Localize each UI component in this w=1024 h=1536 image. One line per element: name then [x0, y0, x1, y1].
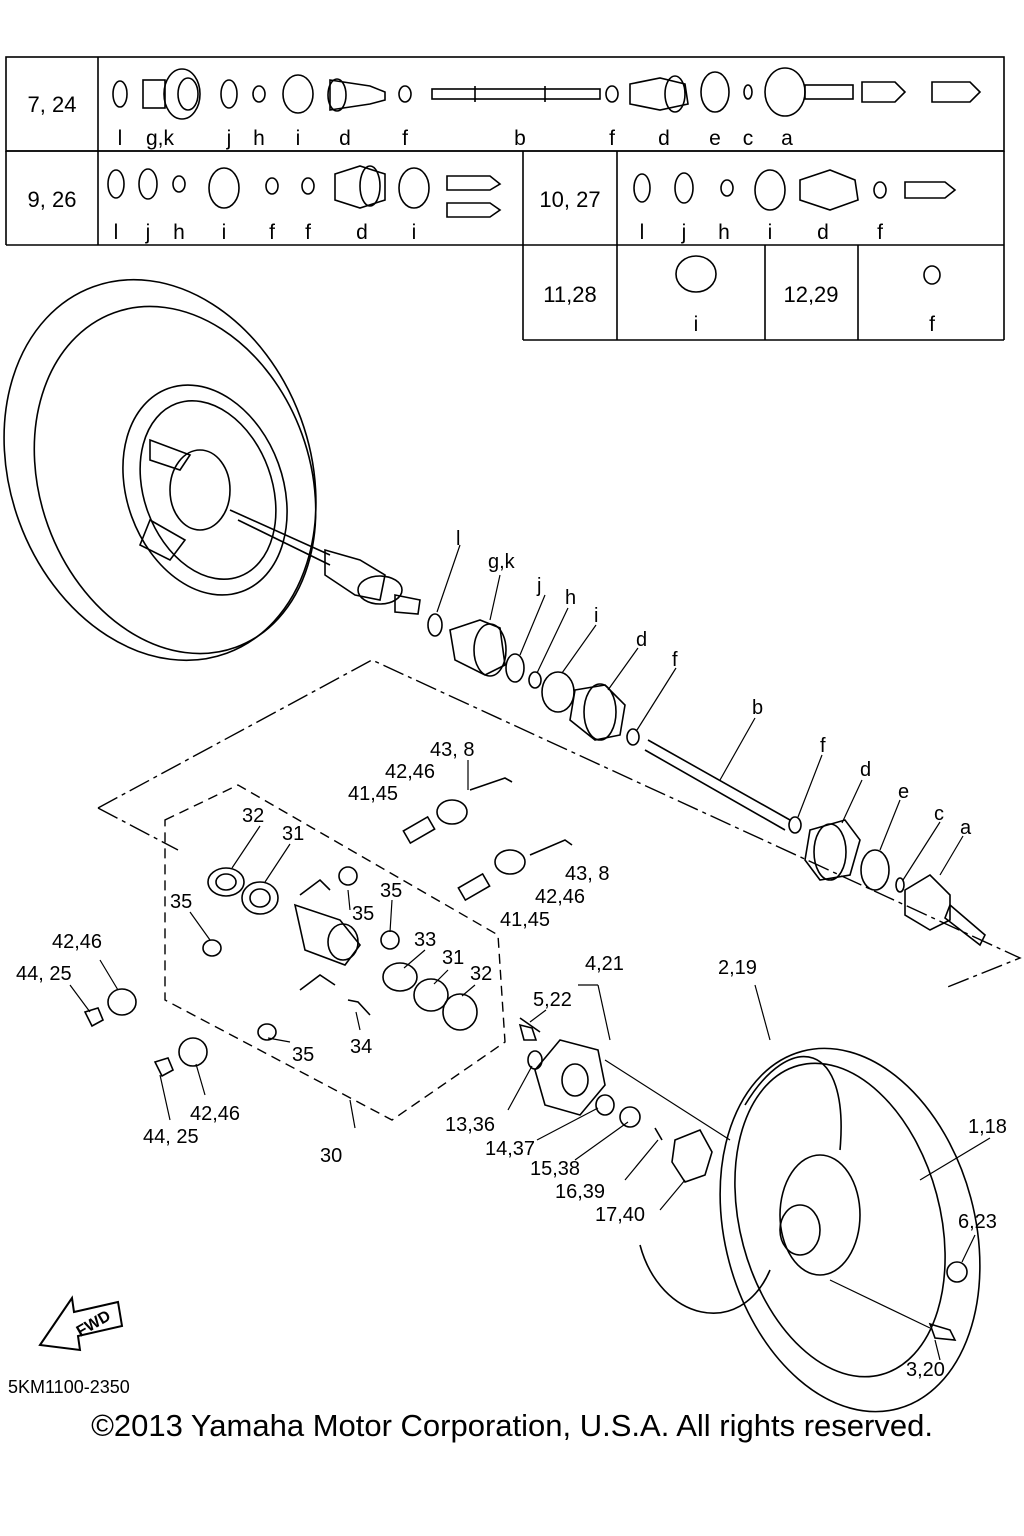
- kit-letter: d: [658, 127, 670, 150]
- callout-17-40: 17,40: [595, 1204, 645, 1226]
- callout-35: 35: [170, 891, 192, 913]
- kit-letter: f: [877, 221, 883, 244]
- kit-letter: j: [145, 221, 151, 244]
- kit-ref-11-28: 11,28: [543, 282, 596, 307]
- callout-42-46: 42,46: [52, 931, 102, 953]
- diagram-code: 5KM1100-2350: [8, 1377, 130, 1397]
- kit-letter: i: [222, 221, 227, 244]
- callout-c: c: [934, 803, 944, 825]
- callout-h: h: [565, 587, 576, 609]
- callout-31: 31: [282, 823, 304, 845]
- kit-letter: i: [412, 221, 417, 244]
- callout-31: 31: [442, 947, 464, 969]
- hub-parts: [534, 1039, 713, 1183]
- callout-f-inner: f: [672, 649, 678, 671]
- callout-42-46: 42,46: [535, 886, 585, 908]
- kit-letter: i: [694, 313, 699, 336]
- callout-3-20: 3,20: [906, 1359, 945, 1381]
- callout-1-18: 1,18: [968, 1116, 1007, 1138]
- callout-35: 35: [292, 1044, 314, 1066]
- leader-lines: [69, 544, 991, 1361]
- callout-35: 35: [352, 903, 374, 925]
- kit-letter: f: [929, 313, 935, 336]
- kit-letter: i: [768, 221, 773, 244]
- callout-32: 32: [470, 963, 492, 985]
- callout-44-25: 44, 25: [16, 963, 72, 985]
- callout-15-38: 15,38: [530, 1158, 580, 1180]
- kit-letter: g,k: [146, 127, 175, 150]
- callout-j: j: [536, 575, 541, 597]
- callout-43-8: 43, 8: [430, 739, 474, 761]
- callout-43-8: 43, 8: [565, 863, 609, 885]
- callout-34: 34: [350, 1036, 372, 1058]
- assembly-outline: [97, 659, 1022, 1121]
- kit-row2-parts: [107, 165, 957, 293]
- kit-letter: d: [817, 221, 829, 244]
- kit-row1-letters: l g,k j h i d f b f d e c a: [118, 127, 793, 150]
- kit-letter: h: [718, 221, 730, 244]
- kit-letter: b: [514, 127, 526, 150]
- callout-14-37: 14,37: [485, 1138, 535, 1160]
- kit-letter: d: [339, 127, 351, 150]
- callout-42-46: 42,46: [385, 761, 435, 783]
- callout-gk: g,k: [488, 551, 516, 573]
- callout-b: b: [752, 697, 763, 719]
- callout-2-19: 2,19: [718, 957, 757, 979]
- kit-letter: f: [609, 127, 615, 150]
- kit-letter: f: [402, 127, 408, 150]
- callout-30: 30: [320, 1145, 342, 1167]
- upper-wheel-assembly: [3, 278, 421, 662]
- callout-d-outer: d: [860, 759, 871, 781]
- kit-letter: c: [743, 127, 754, 150]
- kit-letter: h: [173, 221, 185, 244]
- callout-16-39: 16,39: [555, 1181, 605, 1203]
- lower-wheel: [639, 1047, 981, 1413]
- callout-d-inner: d: [636, 629, 647, 651]
- knuckle-hardware: [83, 777, 573, 1078]
- callout-33: 33: [414, 929, 436, 951]
- kit-letter: f: [269, 221, 275, 244]
- callout-35: 35: [380, 880, 402, 902]
- callout-6-23: 6,23: [958, 1211, 997, 1233]
- kit-letter: j: [226, 127, 232, 150]
- callout-32: 32: [242, 805, 264, 827]
- callout-41-45: 41,45: [348, 783, 398, 805]
- kit-ref-9-26: 9, 26: [28, 187, 77, 212]
- kit-letter: l: [640, 221, 645, 244]
- kit-ref-12-29: 12,29: [783, 282, 838, 307]
- kit-table: [5, 56, 1005, 341]
- callout-5-22: 5,22: [533, 989, 572, 1011]
- kit-letter: j: [681, 221, 687, 244]
- kit-letter: l: [114, 221, 119, 244]
- copyright-notice: ©2013 Yamaha Motor Corporation, U.S.A. A…: [91, 1408, 933, 1443]
- callout-44-25: 44, 25: [143, 1126, 199, 1148]
- kit-letter: i: [296, 127, 301, 150]
- kit-letter: e: [709, 127, 721, 150]
- kit-letter: l: [118, 127, 123, 150]
- callout-l: l: [456, 528, 460, 550]
- kit-row2-letters: l j h i f f d i l j h i d f i f: [114, 221, 935, 336]
- callout-4-21: 4,21: [585, 953, 624, 975]
- drive-shaft-exploded: [427, 613, 986, 947]
- kit-ref-10-27: 10, 27: [539, 187, 600, 212]
- callout-42-46: 42,46: [190, 1103, 240, 1125]
- callout-a: a: [960, 817, 972, 839]
- callout-e: e: [898, 781, 909, 803]
- fwd-arrow-icon: FWD: [38, 1295, 124, 1352]
- kit-letter: h: [253, 127, 265, 150]
- kit-letter: f: [305, 221, 311, 244]
- kit-row1-parts: [112, 67, 982, 120]
- callout-labels: l g,k j h i d f b f d e c a 43, 8 42,46 …: [16, 528, 1007, 1381]
- kit-letter: d: [356, 221, 368, 244]
- callout-41-45: 41,45: [500, 909, 550, 931]
- callout-13-36: 13,36: [445, 1114, 495, 1136]
- callout-f-outer: f: [820, 735, 826, 757]
- kit-letter: a: [781, 127, 793, 150]
- kit-ref-7-24: 7, 24: [28, 92, 77, 117]
- fwd-label: FWD: [74, 1308, 114, 1341]
- callout-i: i: [594, 605, 598, 627]
